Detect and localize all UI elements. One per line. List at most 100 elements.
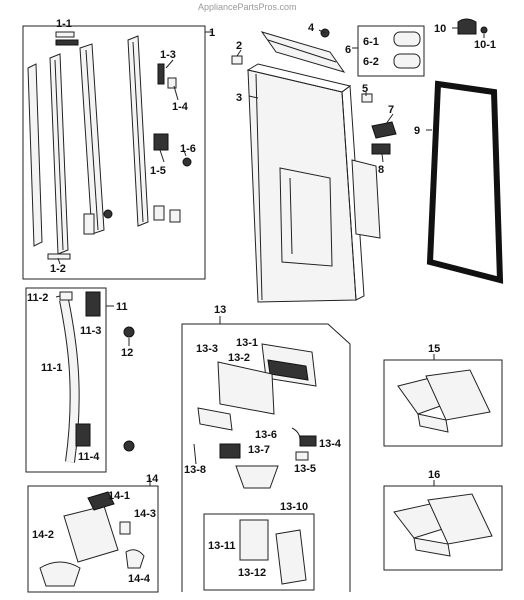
label-13-5: 13-5: [294, 463, 316, 475]
part-5-clip: [361, 93, 373, 103]
dispenser-cover: [217, 361, 275, 415]
trim-bracket: [153, 133, 169, 151]
screw: [182, 157, 192, 167]
dispenser-recess: [279, 167, 333, 267]
label-13-10: 13-10: [280, 501, 308, 513]
part-13-5: [295, 451, 309, 461]
part-13-8-wire: [193, 443, 197, 465]
label-4: 4: [308, 22, 315, 34]
label-13-6: 13-6: [255, 429, 277, 441]
trim-clip: [157, 63, 165, 85]
label-13-12: 13-12: [238, 567, 266, 579]
label-14-4: 14-4: [128, 573, 151, 585]
part-2-cap: [231, 55, 243, 65]
label-13-4: 13-4: [319, 438, 342, 450]
label-1-4: 1-4: [172, 101, 189, 113]
label-16: 16: [428, 469, 440, 481]
label-2: 2: [236, 40, 242, 52]
label-14: 14: [146, 473, 159, 485]
part-8-bracket: [371, 143, 391, 155]
label-1-1: 1-1: [56, 18, 72, 30]
label-13: 13: [214, 304, 226, 316]
group-13-dispenser: 13 13-1 13-3 13-2 13-6 13-7 13-4 13-5 13…: [181, 304, 351, 592]
label-14-2: 14-2: [32, 529, 54, 541]
part-14-3: [119, 521, 131, 535]
trim-clip: [55, 39, 79, 46]
part-13-6-wire: [291, 427, 301, 441]
group-11-handle: 11-2 11 11-3 12 11-1 11-4: [25, 287, 135, 473]
label-14-1: 14-1: [108, 490, 130, 502]
part-14-1: [87, 491, 115, 511]
label-6: 6: [345, 44, 351, 56]
group-1-box: [22, 25, 206, 280]
part-7-hinge: [371, 121, 397, 139]
group-11-box: [25, 287, 107, 473]
label-6-1: 6-1: [363, 36, 379, 48]
group-16: 16: [383, 469, 503, 571]
door-top-cap: [260, 31, 346, 73]
label-10-1: 10-1: [474, 39, 496, 51]
label-1-3: 1-3: [160, 49, 176, 61]
group-13-10-box: [203, 513, 315, 591]
part-13-12-lever: [275, 529, 307, 585]
label-14-3: 14-3: [134, 508, 156, 520]
group-13-outline: [181, 323, 351, 592]
ice-chute-base: [39, 561, 81, 587]
part-13-11-lever: [239, 519, 269, 561]
label-9: 9: [414, 125, 420, 137]
label-1: 1: [209, 27, 215, 39]
handle-bolt: [123, 440, 135, 452]
part-10-1-screw: [480, 26, 488, 34]
label-13-3: 13-3: [196, 343, 218, 355]
door-assembly: 2 3 4 6 6-1 6-2 5 7 8: [231, 22, 425, 303]
label-11-2: 11-2: [27, 292, 48, 304]
part-13-7: [219, 443, 241, 459]
trim-strip: [27, 35, 149, 255]
label-13-1: 13-1: [236, 337, 258, 349]
label-5: 5: [362, 83, 368, 95]
handle-mount-lower: [75, 423, 91, 447]
part-13-4: [299, 435, 317, 447]
label-11: 11: [116, 301, 128, 313]
label-11-1: 11-1: [41, 362, 62, 374]
group-15: 15: [383, 343, 503, 447]
dispenser-funnel: [235, 465, 279, 489]
part-12-bolt: [123, 326, 135, 338]
label-8: 8: [378, 164, 384, 176]
label-11-3: 11-3: [80, 325, 101, 337]
part-14-4: [125, 549, 145, 569]
label-13-7: 13-7: [248, 444, 270, 456]
part-6-1-cap: [393, 31, 421, 47]
label-13-2: 13-2: [228, 352, 250, 364]
handle-end-cap: [59, 291, 73, 301]
label-7: 7: [388, 104, 394, 116]
label-10: 10: [434, 23, 446, 35]
group-6-box: [357, 25, 425, 77]
handle-mount-upper: [85, 291, 101, 317]
ice-chute-housing: [63, 505, 119, 563]
group-14-ice-chute: 14 14-1 14-3 14-2 14-4: [27, 473, 159, 593]
group-15-box: [383, 359, 503, 447]
group-10: 10 10-1: [434, 18, 496, 51]
label-3: 3: [236, 92, 242, 104]
label-1-6: 1-6: [180, 143, 196, 155]
label-15: 15: [428, 343, 440, 355]
label-12: 12: [121, 347, 133, 359]
part-10-cover: [457, 18, 477, 35]
door-gasket: [426, 80, 504, 284]
group-1-door-trim: 1 1-1 1-3 1-4 1-6 1-5 1-2: [22, 18, 215, 280]
label-1-2: 1-2: [50, 263, 66, 275]
label-13-11: 13-11: [208, 540, 236, 552]
part-6-2-cap: [393, 53, 421, 69]
part-9-gasket: 9: [414, 80, 504, 284]
label-11-4: 11-4: [78, 451, 100, 463]
label-6-2: 6-2: [363, 56, 379, 68]
label-13-8: 13-8: [184, 464, 206, 476]
watermark: AppliancePartsPros.com: [198, 2, 297, 12]
group-16-box: [383, 485, 503, 571]
group-14-box: [27, 485, 159, 593]
trim-end-cap: [47, 253, 71, 260]
label-1-5: 1-5: [150, 165, 166, 177]
